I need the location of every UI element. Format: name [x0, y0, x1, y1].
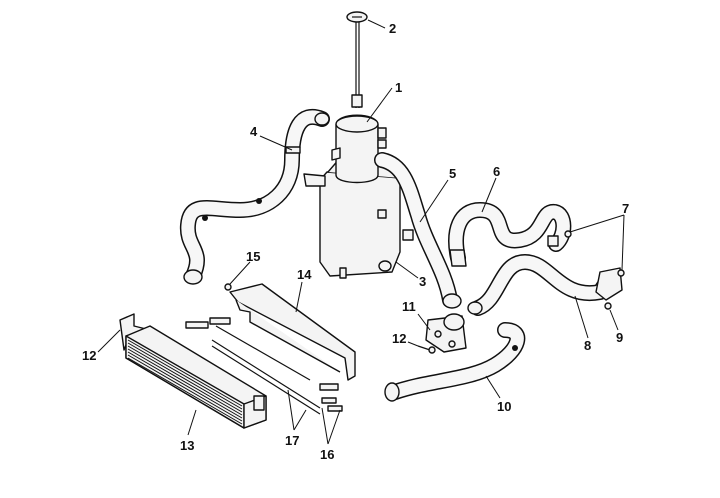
callout-10: 10 — [497, 399, 511, 414]
dipstick-cap — [346, 11, 368, 108]
heater-hose — [448, 202, 572, 267]
callout-8: 8 — [584, 338, 591, 353]
callout-13: 13 — [180, 438, 194, 453]
trim-strips — [211, 325, 321, 415]
tank-to-pump-hose — [374, 152, 462, 309]
callout-12-pump: 12 — [392, 331, 406, 346]
leader-lines — [97, 19, 625, 445]
callout-9: 9 — [616, 330, 623, 345]
callout-7: 7 — [622, 201, 629, 216]
return-hose — [467, 254, 623, 316]
pump-housing — [425, 313, 467, 353]
upper-coolant-hose — [179, 109, 330, 285]
radiator-core — [119, 313, 267, 429]
mounting-bolt — [417, 345, 436, 354]
callout-labels: 1 2 3 4 5 6 7 8 9 10 11 12 12 13 14 15 1… — [82, 21, 629, 462]
pads — [321, 397, 343, 412]
callout-6: 6 — [493, 164, 500, 179]
callout-12-core: 12 — [82, 348, 96, 363]
radiator-bracket — [185, 283, 356, 391]
callout-1: 1 — [395, 80, 402, 95]
callout-11: 11 — [402, 299, 416, 314]
callout-15: 15 — [246, 249, 260, 264]
callout-2: 2 — [389, 21, 396, 36]
hose-clamps — [564, 230, 625, 310]
callout-4: 4 — [250, 124, 258, 139]
screw — [224, 283, 232, 291]
callout-14: 14 — [297, 267, 312, 282]
callout-3: 3 — [419, 274, 426, 289]
callout-17: 17 — [285, 433, 299, 448]
callout-5: 5 — [449, 166, 456, 181]
lower-coolant-hose — [384, 322, 526, 402]
callout-16: 16 — [320, 447, 334, 462]
